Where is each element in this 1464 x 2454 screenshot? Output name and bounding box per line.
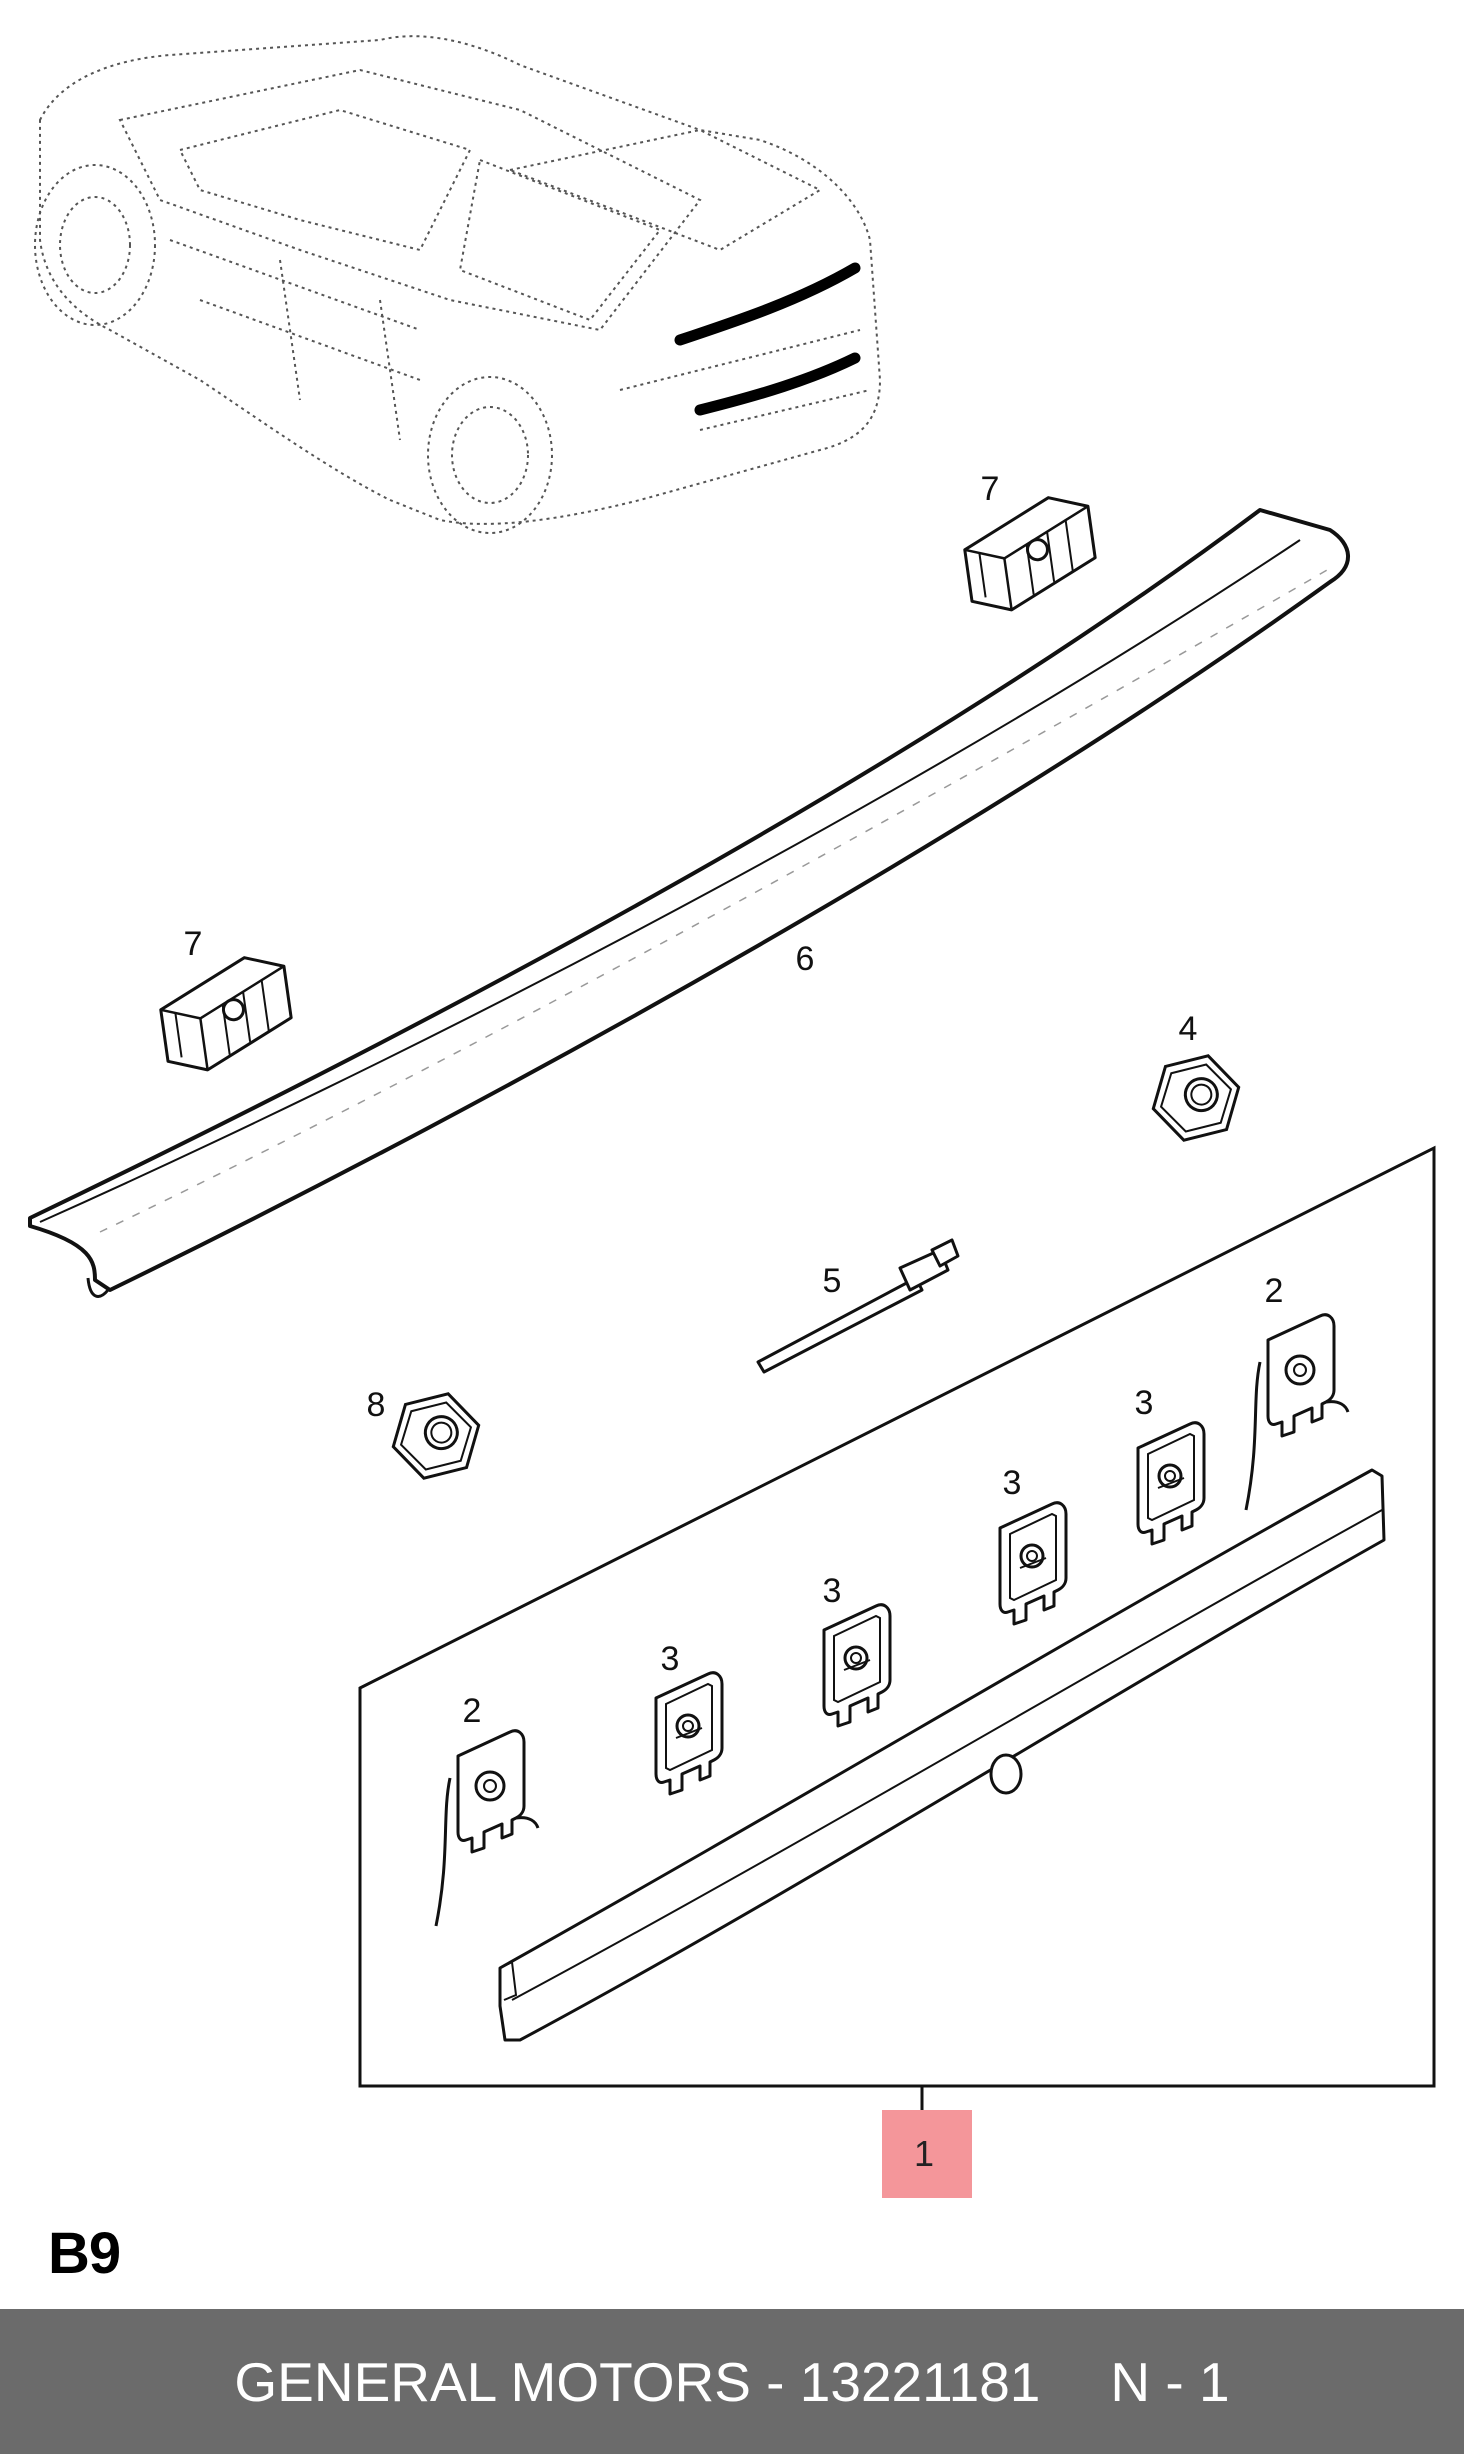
- kit-outline-box: [358, 1145, 1436, 2088]
- clip-part-2-left: [434, 1729, 540, 1928]
- callout-1: 1: [914, 2133, 934, 2174]
- callout-7-top: 7: [981, 470, 1000, 508]
- bracket-part-7-left: [153, 950, 299, 1077]
- footer-ref: N - 1: [1110, 2350, 1230, 2413]
- footer-bar: GENERAL MOTORS - 13221181 N - 1: [0, 2309, 1464, 2454]
- callout-5: 5: [823, 1262, 842, 1300]
- callout-6: 6: [796, 940, 815, 978]
- callout-3-d: 3: [1135, 1384, 1154, 1422]
- nut-part-4: [1142, 1048, 1250, 1148]
- clip-part-3-c: [998, 1501, 1068, 1626]
- callout-2-right: 2: [1265, 1272, 1284, 1310]
- clip-part-2-right: [1244, 1313, 1350, 1512]
- clip-part-3-a: [654, 1671, 724, 1796]
- highlight-box: [882, 2110, 972, 2198]
- nut-part-8: [382, 1386, 490, 1486]
- footer-brand-part: GENERAL MOTORS - 13221181: [234, 2350, 1041, 2413]
- bracket-part-7-top: [957, 490, 1103, 617]
- emblem-strip: [498, 1468, 1386, 2042]
- clip-part-3-d: [1136, 1421, 1206, 1546]
- callout-3-b: 3: [823, 1572, 842, 1610]
- car-illustration: [34, 35, 882, 534]
- clip-part-3-b: [822, 1603, 892, 1728]
- callout-7-left: 7: [184, 925, 203, 963]
- callout-8: 8: [367, 1386, 386, 1424]
- callout-2-left: 2: [463, 1692, 482, 1730]
- page-code: B9: [48, 2221, 121, 2286]
- callout-3-c: 3: [1003, 1464, 1022, 1502]
- car-highlighted-trim: [674, 262, 861, 416]
- trim-moulding-part-6: [28, 508, 1350, 1298]
- callout-4: 4: [1179, 1010, 1198, 1048]
- callout-3-a: 3: [661, 1640, 680, 1678]
- rivet-part-5: [756, 1238, 960, 1374]
